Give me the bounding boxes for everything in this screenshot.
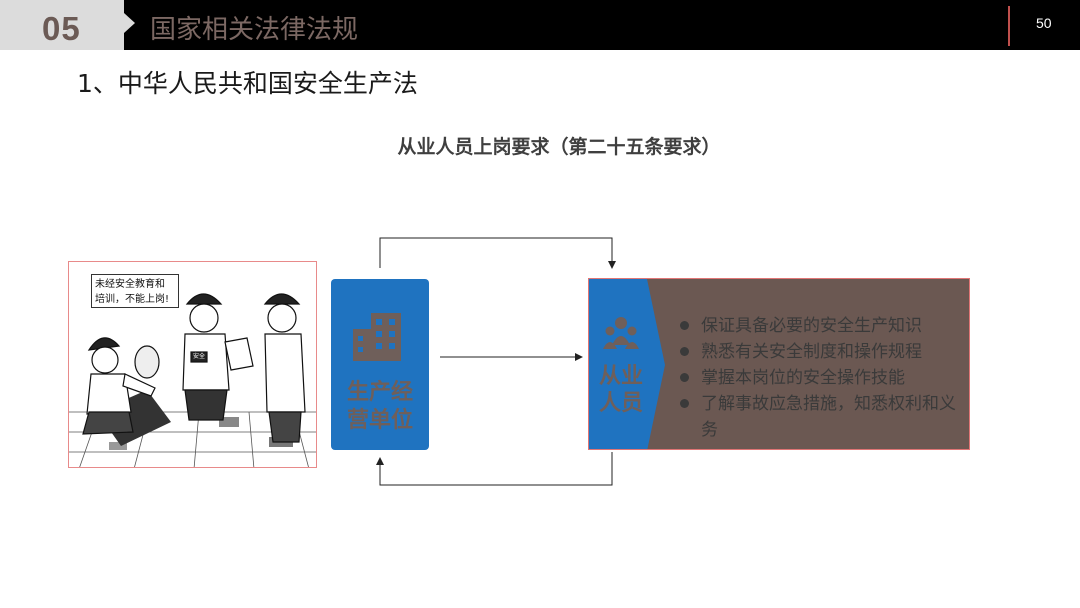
header-arrow-icon	[124, 13, 135, 33]
header-bar: 05 国家相关法律法规 50	[0, 0, 1080, 50]
people-icon	[603, 317, 639, 349]
bubble-line-1: 未经安全教育和	[95, 279, 165, 290]
requirement-item: 保证具备必要的安全生产知识	[677, 313, 962, 339]
section-title: 国家相关法律法规	[150, 15, 359, 45]
unit-label-line-1: 生产经	[346, 380, 413, 405]
production-unit-label: 生产经 营单位	[331, 379, 429, 435]
bottom-loop-arrow	[376, 452, 613, 486]
slide-subtitle: 1、中华人民共和国安全生产法	[77, 69, 418, 98]
requirement-item: 了解事故应急措施，知悉权利和义务	[677, 391, 962, 443]
section-number-tab: 05	[0, 0, 124, 50]
diagram-heading: 从业人员上岗要求（第二十五条要求）	[397, 136, 721, 158]
staff-label: 从业 人员	[593, 363, 649, 417]
staff-requirements-box: 从业 人员 保证具备必要的安全生产知识 熟悉有关安全制度和操作规程 掌握本岗位的…	[588, 278, 970, 450]
unit-label-line-2: 营单位	[346, 408, 413, 433]
page-number: 50	[1036, 15, 1052, 31]
bubble-line-2: 培训，不能上岗!	[95, 294, 170, 305]
requirement-item: 掌握本岗位的安全操作技能	[677, 365, 962, 391]
staff-label-line-2: 人员	[598, 391, 643, 416]
speech-bubble: 未经安全教育和 培训，不能上岗!	[91, 274, 179, 308]
staff-label-line-1: 从业	[598, 364, 643, 389]
production-unit-box: 生产经 营单位	[331, 279, 429, 450]
staff-chevron-panel	[589, 279, 665, 449]
top-loop-arrow	[379, 237, 616, 269]
requirements-list: 保证具备必要的安全生产知识 熟悉有关安全制度和操作规程 掌握本岗位的安全操作技能…	[677, 313, 962, 443]
requirement-item: 熟悉有关安全制度和操作规程	[677, 339, 962, 365]
safety-cartoon: 未经安全教育和 培训，不能上岗! 安全	[68, 261, 317, 468]
section-number: 05	[42, 10, 81, 47]
safety-badge: 安全	[192, 353, 205, 360]
header-divider	[1008, 6, 1010, 46]
building-icon	[353, 313, 401, 361]
